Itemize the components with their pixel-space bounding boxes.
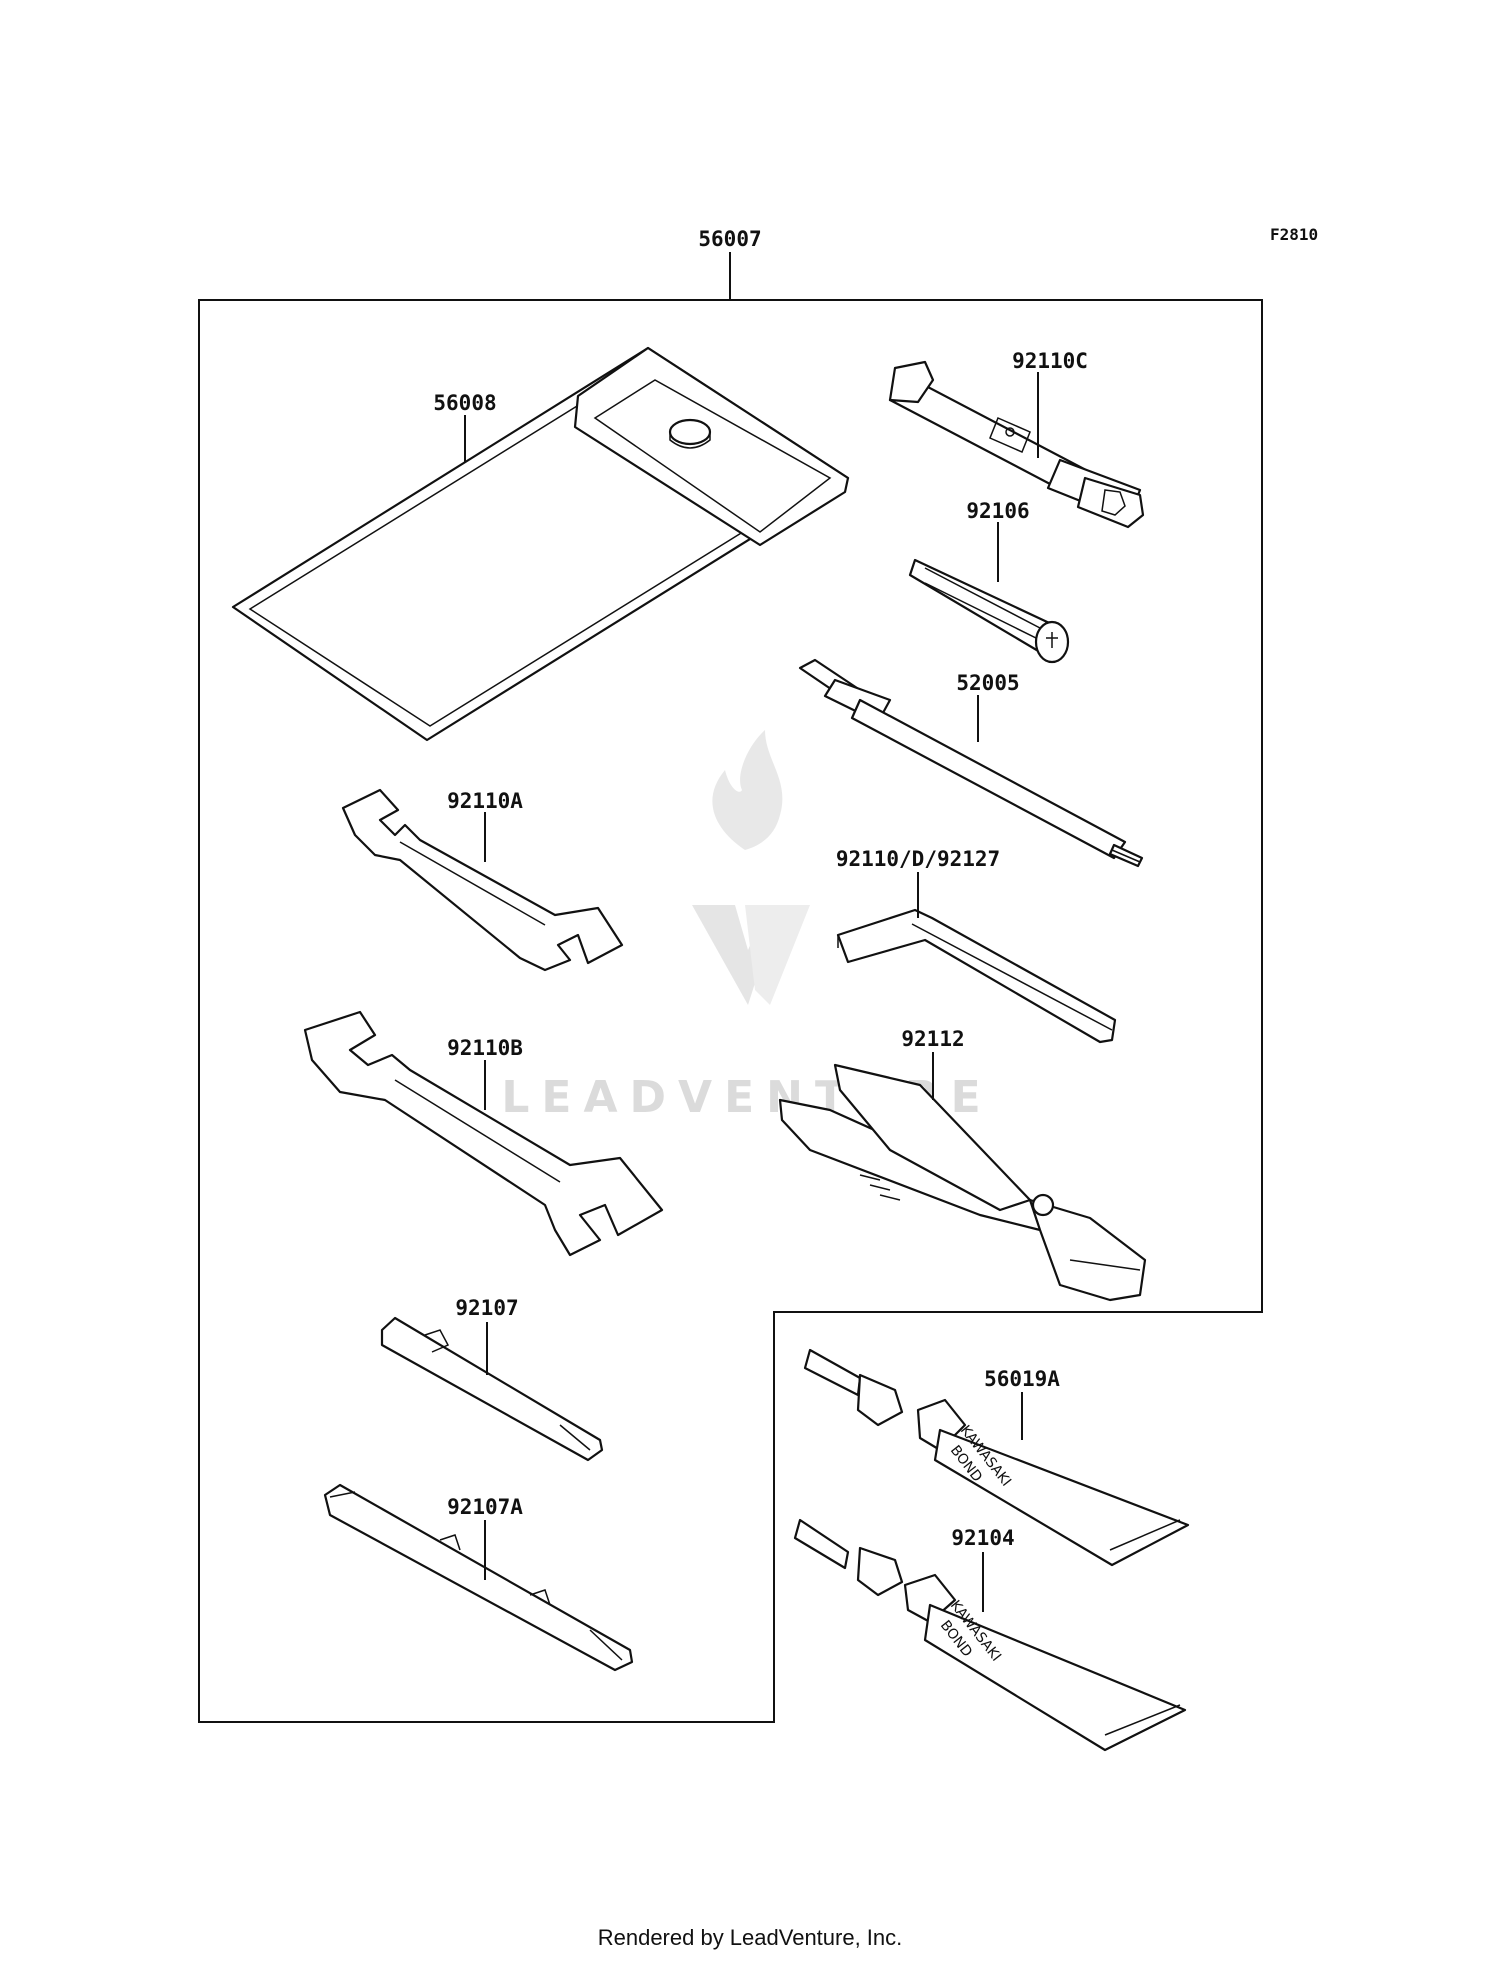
hex-wrench-label: 92110/D/92127 [836, 847, 1000, 871]
bond-b-label: 92104 [951, 1526, 1014, 1550]
kit-label: 56007 [698, 227, 761, 251]
kit-frame [198, 299, 1263, 1723]
screwdriver-bit-label: 92107 [455, 1296, 518, 1320]
screwdriver-double [323, 1483, 634, 1672]
wrench-large [303, 1010, 664, 1257]
hex-wrench [836, 908, 1117, 1044]
wrench-large-label: 92110B [447, 1036, 523, 1060]
wrench-small-label: 92110A [447, 789, 523, 813]
wrench-small [341, 788, 624, 972]
air-gauge-label: 52005 [956, 671, 1019, 695]
screwdriver-bit [380, 1316, 604, 1462]
spark-plug-wrench [888, 360, 1145, 529]
tool-pouch [231, 346, 850, 742]
pliers-label: 92112 [901, 1027, 964, 1051]
spark-plug-wrench-label: 92110C [1012, 349, 1088, 373]
air-pressure-gauge [798, 658, 1144, 868]
bond-tube-b: KAWASAKI BOND [793, 1518, 1187, 1752]
bond-a-label: 56019A [984, 1367, 1060, 1391]
footer-credit: Rendered by LeadVenture, Inc. [597, 1925, 903, 1950]
figure-ref: F2810 [1270, 225, 1318, 244]
pliers [778, 1063, 1147, 1302]
pouch-label: 56008 [433, 391, 496, 415]
handle-bar-label: 92106 [966, 499, 1029, 523]
handle-bar [908, 558, 1070, 664]
screwdriver-double-label: 92107A [447, 1495, 523, 1519]
